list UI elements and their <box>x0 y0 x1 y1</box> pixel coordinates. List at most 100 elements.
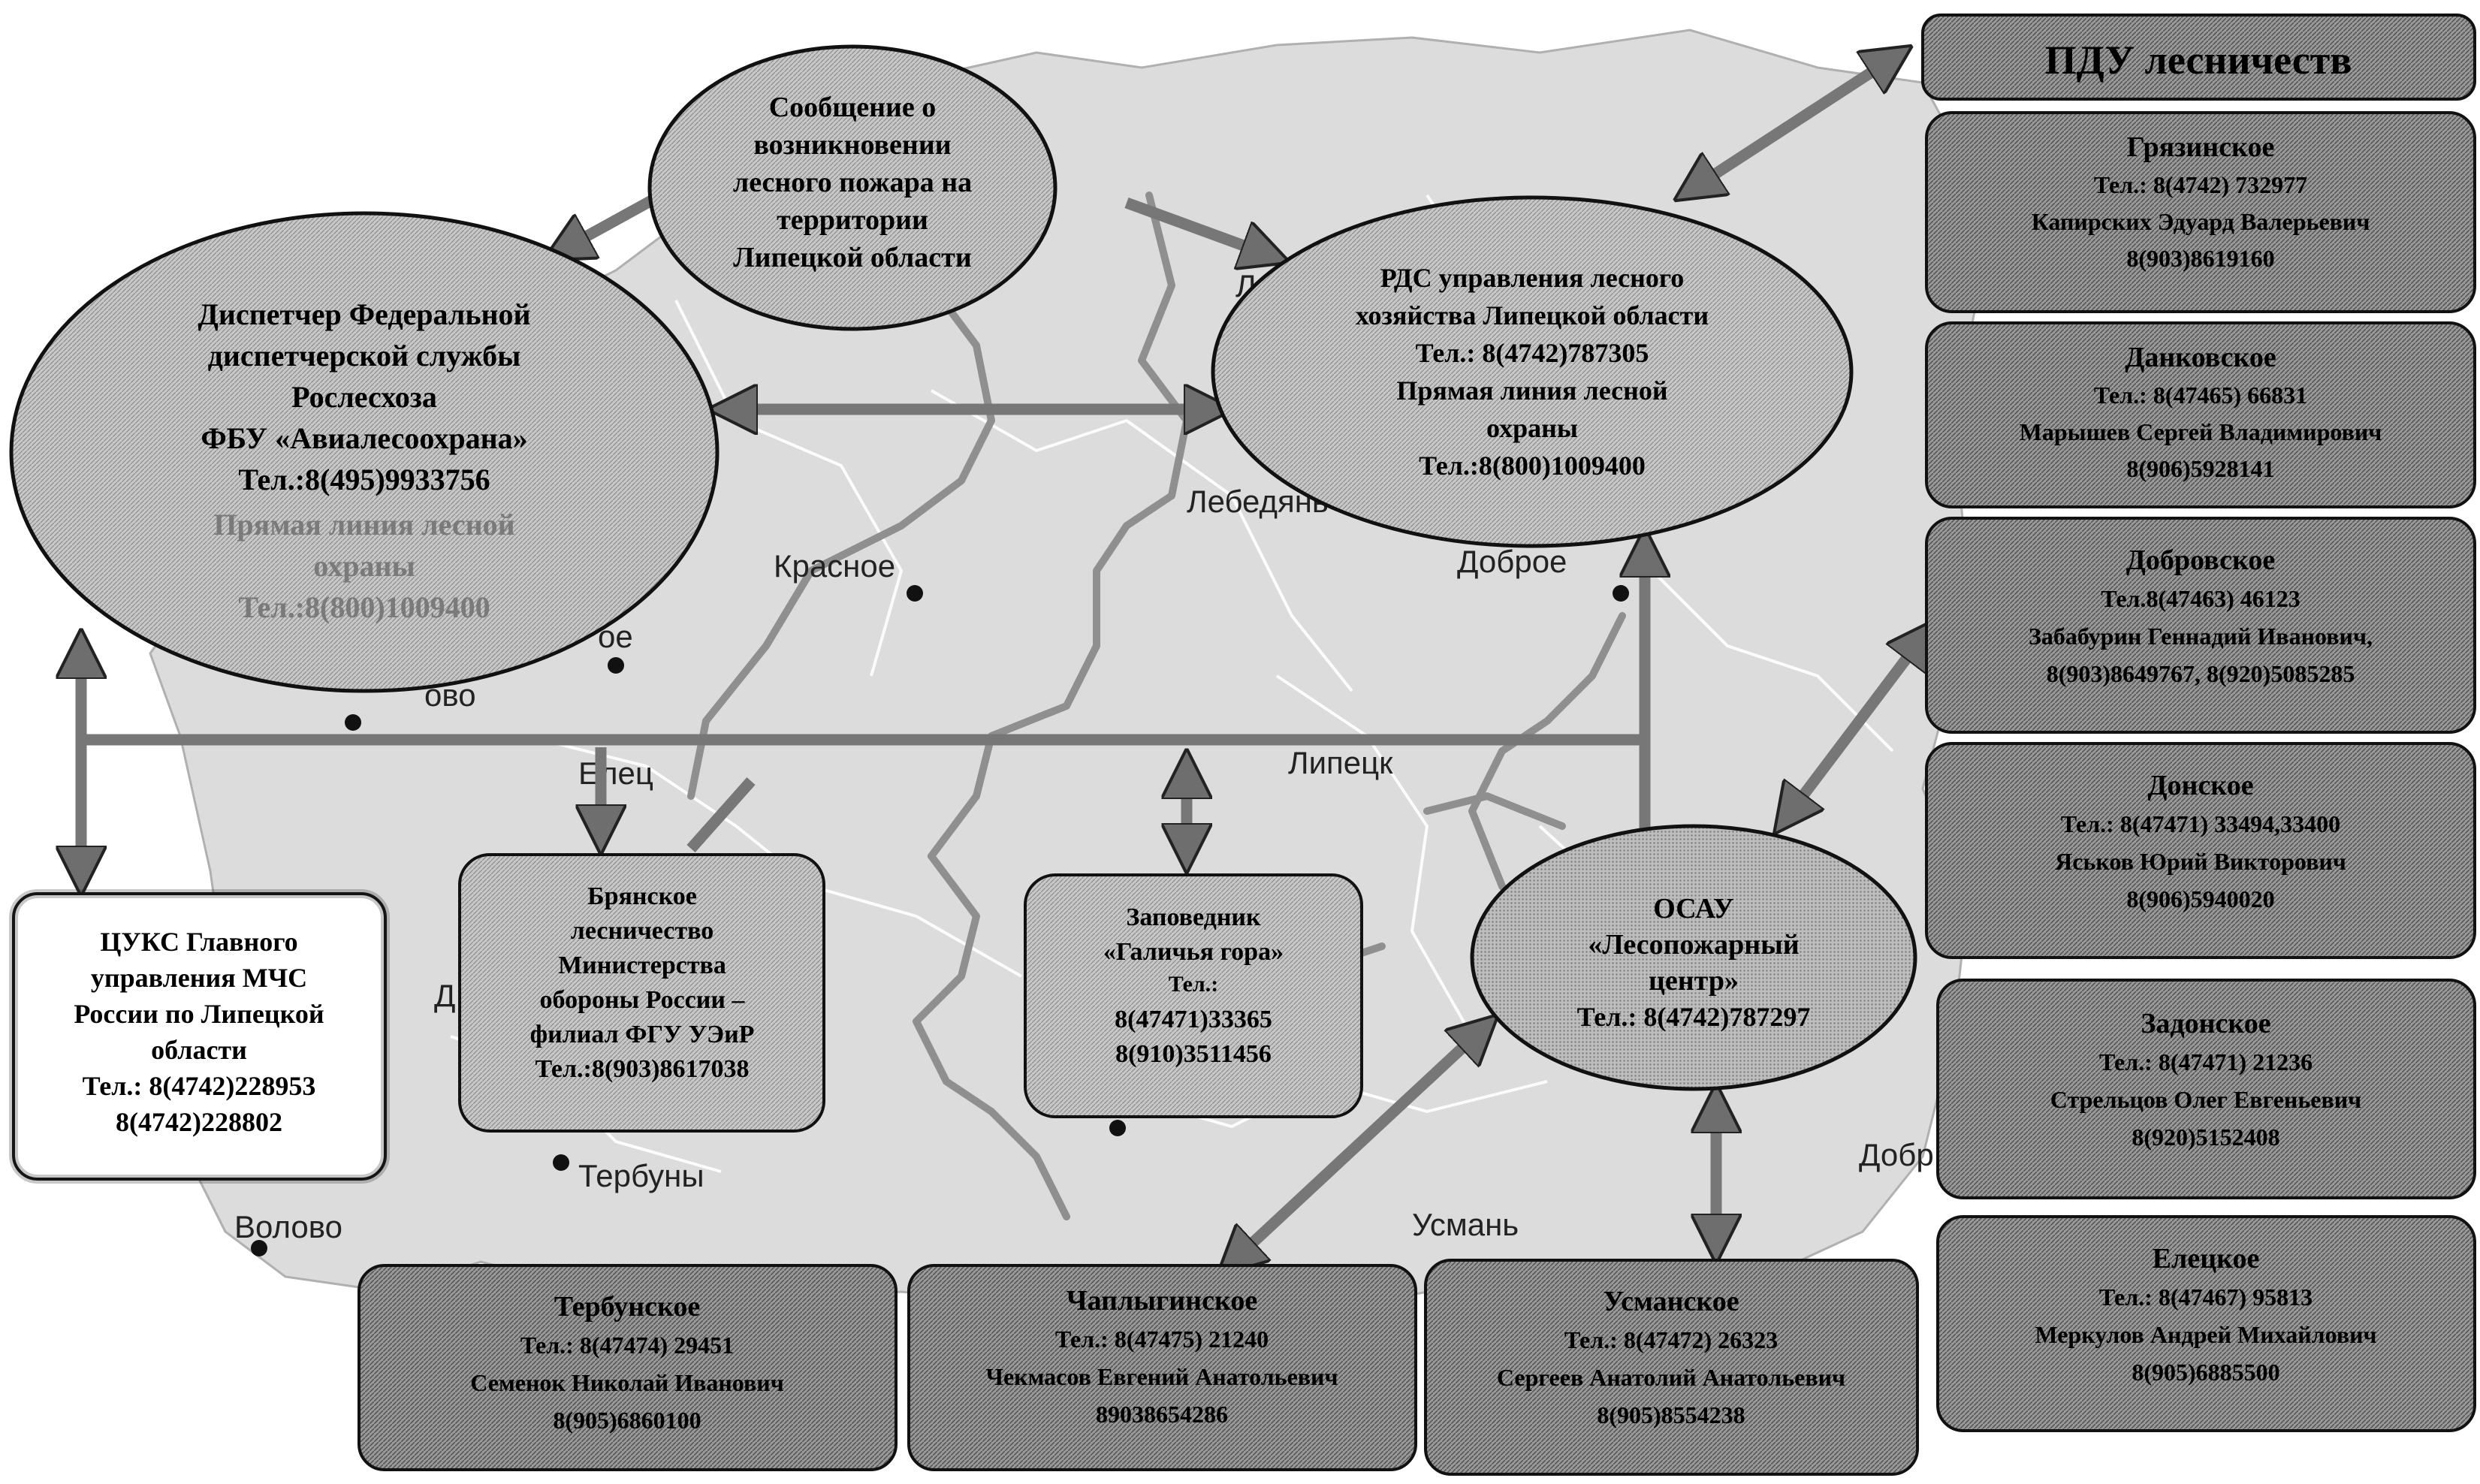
zapovednik-line-1: Заповедник <box>1126 903 1261 931</box>
federal-line-2: диспетчерской службы <box>208 339 521 373</box>
message-line-3: лесного пожара на <box>733 167 972 198</box>
cuks-line-1: ЦУКС Главного <box>100 927 297 957</box>
cuks-box: ЦУКС Главного управления МЧС России по Л… <box>9 889 390 1184</box>
zapovednik-line-2: «Галичья гора» <box>1103 938 1284 966</box>
federal-line-1: Диспетчер Федеральной <box>198 297 530 331</box>
forestry-mobile: 8(920)5152408 <box>2132 1124 2279 1151</box>
connectors <box>81 51 1930 1269</box>
arrow-osau-chaplygin <box>1224 1021 1491 1269</box>
forestry-name: Тербунское <box>554 1291 700 1323</box>
bryansk-line-3: Министерства <box>558 952 726 979</box>
zapovednik-line-3: Тел.: <box>1169 972 1219 997</box>
message-line-5: Липецкой области <box>733 242 971 273</box>
forestry-name: Грязинское <box>2127 131 2275 163</box>
forestry-phone: Тел.: 8(47465) 66831 <box>2094 382 2307 409</box>
rds-line-2: хозяйства Липецкой области <box>1356 300 1709 330</box>
city-markers <box>251 585 1629 1256</box>
forestry-box-donskoe: Донское Тел.: 8(47471) 33494,33400 Ясько… <box>1925 742 2476 959</box>
forestry-person: Капирских Эдуард Валерьевич <box>2032 208 2370 235</box>
federal-dispatcher-node: Диспетчер Федеральной диспетчерской служ… <box>9 211 720 693</box>
forestry-phone: Тел.: 8(47472) 26323 <box>1564 1326 1778 1353</box>
message-line-2: возникновении <box>753 129 951 161</box>
bottom-forestry-list: Тербунское Тел.: 8(47474) 29451 Семенок … <box>358 1259 1919 1476</box>
map-label-usman: Усмань <box>1412 1207 1519 1242</box>
rds-node: РДС управления лесного хозяйства Липецко… <box>1211 195 1854 548</box>
federal-faded-line-3: Тел.:8(800)1009400 <box>238 590 490 624</box>
cuks-line-2: управления МЧС <box>91 963 307 993</box>
osau-line-1: ОСАУ <box>1653 893 1734 924</box>
forestry-phone: Тел.: 8(47471) 33494,33400 <box>2061 810 2340 837</box>
map-label-lipetsk: Липецк <box>1288 745 1393 780</box>
forestry-person: Яськов Юрий Викторович <box>2055 848 2346 875</box>
forestry-phone: Тел.: 8(47471) 21236 <box>2099 1048 2313 1075</box>
forestry-box-usmanskoe: Усманское Тел.: 8(47472) 26323 Сергеев А… <box>1424 1259 1919 1476</box>
forestry-name: Добровское <box>2126 544 2275 576</box>
forestry-box-terbunskoe: Тербунское Тел.: 8(47474) 29451 Семенок … <box>358 1264 898 1471</box>
message-line-4: территории <box>777 204 928 236</box>
zapovednik-box: Заповедник «Галичья гора» Тел.: 8(47471)… <box>1024 873 1363 1118</box>
map-label-krasnoe: Красное <box>774 548 895 584</box>
forestry-mobile: 8(905)8554238 <box>1597 1401 1745 1428</box>
osau-line-2: «Лесопожарный <box>1588 929 1799 961</box>
bryansk-line-2: лесничество <box>571 917 714 945</box>
rds-line-6: Тел.:8(800)1009400 <box>1419 451 1646 481</box>
forestry-mobile: 8(905)6885500 <box>2132 1359 2279 1386</box>
map-label-terbuny: Тербуны <box>578 1158 704 1193</box>
federal-line-4: ФБУ «Авиалесоохрана» <box>201 421 527 455</box>
forestry-name: Чаплыгинское <box>1067 1285 1257 1317</box>
forestry-box-gryazinskoe: Грязинское Тел.: 8(4742) 732977 Капирски… <box>1925 111 2476 313</box>
forestry-phone: Тел.: 8(47474) 29451 <box>520 1332 734 1359</box>
zapovednik-line-5: 8(910)3511456 <box>1115 1040 1272 1068</box>
bryansk-box: Брянское лесничество Министерства оборон… <box>458 853 825 1133</box>
bryansk-line-6: Тел.:8(903)8617038 <box>535 1055 749 1083</box>
arrow-osau-right <box>1780 627 1930 826</box>
map-label-dobroe: Доброе <box>1457 544 1567 579</box>
cuks-line-3: России по Липецкой <box>74 999 324 1029</box>
forestry-box-chaplyginskoe: Чаплыгинское Тел.: 8(47475) 21240 Чекмас… <box>907 1264 1417 1471</box>
forestry-person: Стрельцов Олег Евгеньевич <box>2050 1086 2361 1113</box>
osau-line-3: центр» <box>1649 965 1739 997</box>
right-forestry-list: Грязинское Тел.: 8(4742) 732977 Капирски… <box>1925 111 2476 1432</box>
forestry-mobile: 8(903)8649767, 8(920)5085285 <box>2047 660 2355 687</box>
forestry-name: Данковское <box>2125 342 2276 373</box>
forestry-person: Забабурин Геннадий Иванович, <box>2029 623 2373 650</box>
cuks-line-4: области <box>151 1035 247 1065</box>
rds-line-1: РДС управления лесного <box>1380 263 1685 293</box>
pdu-header: ПДУ лесничеств <box>1921 14 2476 101</box>
rds-line-4: Прямая линия лесной <box>1396 376 1667 406</box>
federal-faded-line-2: охраны <box>313 549 415 583</box>
forestry-person: Семенок Николай Иванович <box>470 1369 783 1396</box>
forestry-phone: Тел.: 8(47467) 95813 <box>2099 1283 2313 1311</box>
cuks-line-6: 8(4742)228802 <box>116 1107 282 1137</box>
forestry-box-dobrovskoe: Добровское Тел.8(47463) 46123 Забабурин … <box>1925 517 2476 734</box>
forestry-box-eletskoe: Елецкое Тел.: 8(47467) 95813 Меркулов Ан… <box>1936 1215 2476 1432</box>
message-node: Сообщение о возникновении лесного пожара… <box>647 44 1057 331</box>
map-label-d-partial: Д <box>434 978 455 1013</box>
cuks-line-5: Тел.: 8(4742)228953 <box>83 1071 316 1101</box>
forestry-mobile: 8(905)6860100 <box>553 1407 701 1434</box>
federal-line-3: Рослесхоза <box>291 380 437 414</box>
zapovednik-line-4: 8(47471)33365 <box>1115 1006 1272 1033</box>
pdu-title: ПДУ лесничеств <box>2045 38 2352 83</box>
forestry-person: Меркулов Андрей Михайлович <box>2035 1321 2376 1348</box>
bryansk-line-4: обороны России – <box>540 986 746 1014</box>
map-label-volovo: Волово <box>234 1209 342 1244</box>
bryansk-line-1: Брянское <box>587 882 697 910</box>
federal-line-5: Тел.:8(495)9933756 <box>238 463 490 496</box>
map-label-dobr-partial: Добр <box>1859 1137 1934 1172</box>
forestry-phone: Тел.8(47463) 46123 <box>2101 585 2300 612</box>
forestry-phone: Тел.: 8(47475) 21240 <box>1055 1326 1269 1353</box>
message-line-1: Сообщение о <box>769 92 937 123</box>
osau-node: ОСАУ «Лесопожарный центр» Тел.: 8(4742)7… <box>1470 824 1917 1091</box>
connector-bryansk-lipetsk <box>686 777 756 852</box>
forestry-mobile: 8(906)5940020 <box>2126 885 2274 912</box>
map-label-elets: Елец <box>578 756 653 791</box>
forestry-box-zadonskoe: Задонское Тел.: 8(47471) 21236 Стрельцов… <box>1936 979 2476 1199</box>
forestry-name: Задонское <box>2141 1008 2270 1039</box>
forestry-phone: Тел.: 8(4742) 732977 <box>2094 171 2307 198</box>
forestry-name: Усманское <box>1603 1286 1739 1317</box>
arrow-message-to-federal <box>552 190 664 255</box>
forestry-box-dankovskoe: Данковское Тел.: 8(47465) 66831 Марышев … <box>1925 321 2476 508</box>
rds-line-3: Тел.: 8(4742)787305 <box>1416 338 1649 368</box>
forestry-mobile: 8(906)5928141 <box>2126 455 2274 482</box>
